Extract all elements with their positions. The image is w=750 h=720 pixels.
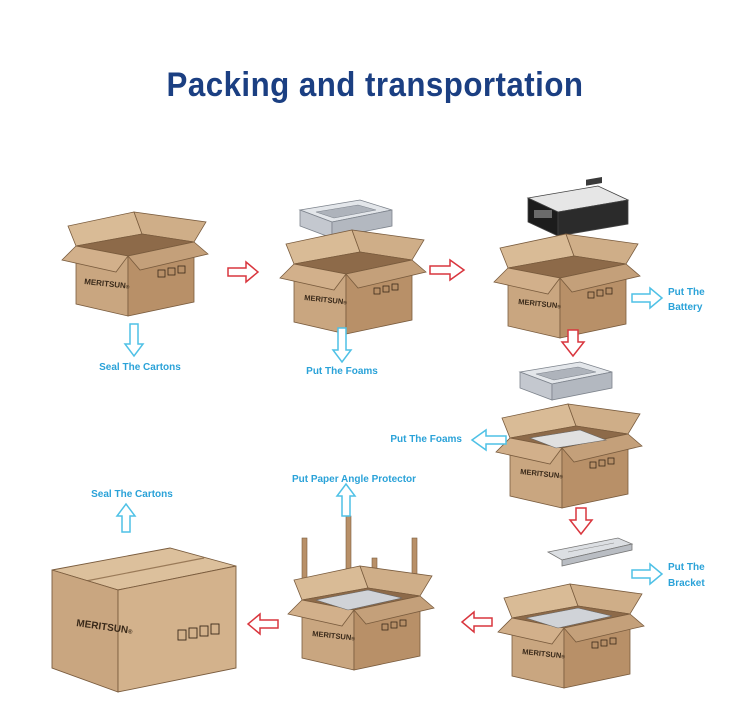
svg-text:MERITSUN®: MERITSUN®	[518, 297, 562, 310]
step-label-put-bracket-1: Put The	[668, 562, 705, 573]
shipping-symbols-icon	[591, 637, 617, 649]
svg-text:MERITSUN®: MERITSUN®	[304, 293, 348, 306]
step-label-put-battery-1: Put The	[668, 287, 705, 298]
red-arrow-left-2	[246, 612, 279, 636]
shipping-symbols-icon	[373, 283, 399, 295]
svg-text:MERITSUN®: MERITSUN®	[84, 277, 130, 291]
red-arrow-down-2	[568, 507, 594, 536]
step-label-put-foams-2: Put The Foams	[390, 434, 462, 445]
red-arrow-left-1	[460, 610, 493, 634]
shipping-symbols-icon	[587, 287, 613, 299]
blue-arrow-up-seal	[115, 502, 137, 533]
brand-label: MERITSUN	[312, 629, 352, 642]
carton-open-1: MERITSUN®	[61, 211, 209, 317]
brand-label: MERITSUN	[304, 293, 344, 306]
page-title: Packing and transportation	[166, 66, 584, 104]
shipping-symbols-icon	[157, 265, 186, 278]
blue-arrow-left-foams	[470, 428, 507, 452]
carton-open-6: MERITSUN®	[287, 565, 435, 671]
carton-sealed: MERITSUN®	[51, 547, 237, 693]
brand-label: MERITSUN	[518, 297, 558, 310]
shipping-symbols-icon	[177, 623, 220, 641]
brand-label: MERITSUN	[522, 647, 562, 660]
foam-top-2	[519, 361, 613, 401]
bracket-part	[546, 537, 634, 567]
svg-text:MERITSUN®: MERITSUN®	[312, 629, 356, 642]
brand-label: MERITSUN	[520, 467, 560, 480]
step-label-put-bracket-2: Bracket	[668, 578, 705, 589]
blue-arrow-down-1	[123, 323, 145, 358]
shipping-symbols-icon	[589, 457, 615, 469]
step-label-put-battery-2: Battery	[668, 302, 703, 313]
step-label-seal-cartons-1: Seal The Cartons	[99, 362, 181, 373]
blue-arrow-up-angle	[335, 482, 357, 517]
step-label-put-foams-1: Put The Foams	[306, 366, 378, 377]
carton-open-5: MERITSUN®	[497, 583, 645, 689]
shipping-symbols-icon	[381, 619, 407, 631]
red-arrow-down-1	[560, 329, 586, 358]
brand-label: MERITSUN	[84, 277, 127, 290]
carton-open-3: MERITSUN®	[493, 233, 641, 339]
blue-arrow-right-battery	[631, 286, 664, 310]
red-arrow-right-1	[227, 260, 260, 284]
red-arrow-right-2	[429, 258, 466, 282]
step-label-seal-cartons-2: Seal The Cartons	[91, 489, 173, 500]
carton-open-4: MERITSUN®	[495, 403, 643, 509]
step-label-paper-angle: Put Paper Angle Protector	[292, 474, 416, 485]
svg-text:MERITSUN®: MERITSUN®	[522, 647, 566, 660]
carton-open-2: MERITSUN®	[279, 229, 427, 335]
svg-text:MERITSUN®: MERITSUN®	[520, 467, 564, 480]
battery-unit	[526, 176, 630, 237]
blue-arrow-down-2	[331, 327, 353, 364]
blue-arrow-right-bracket	[631, 562, 664, 586]
